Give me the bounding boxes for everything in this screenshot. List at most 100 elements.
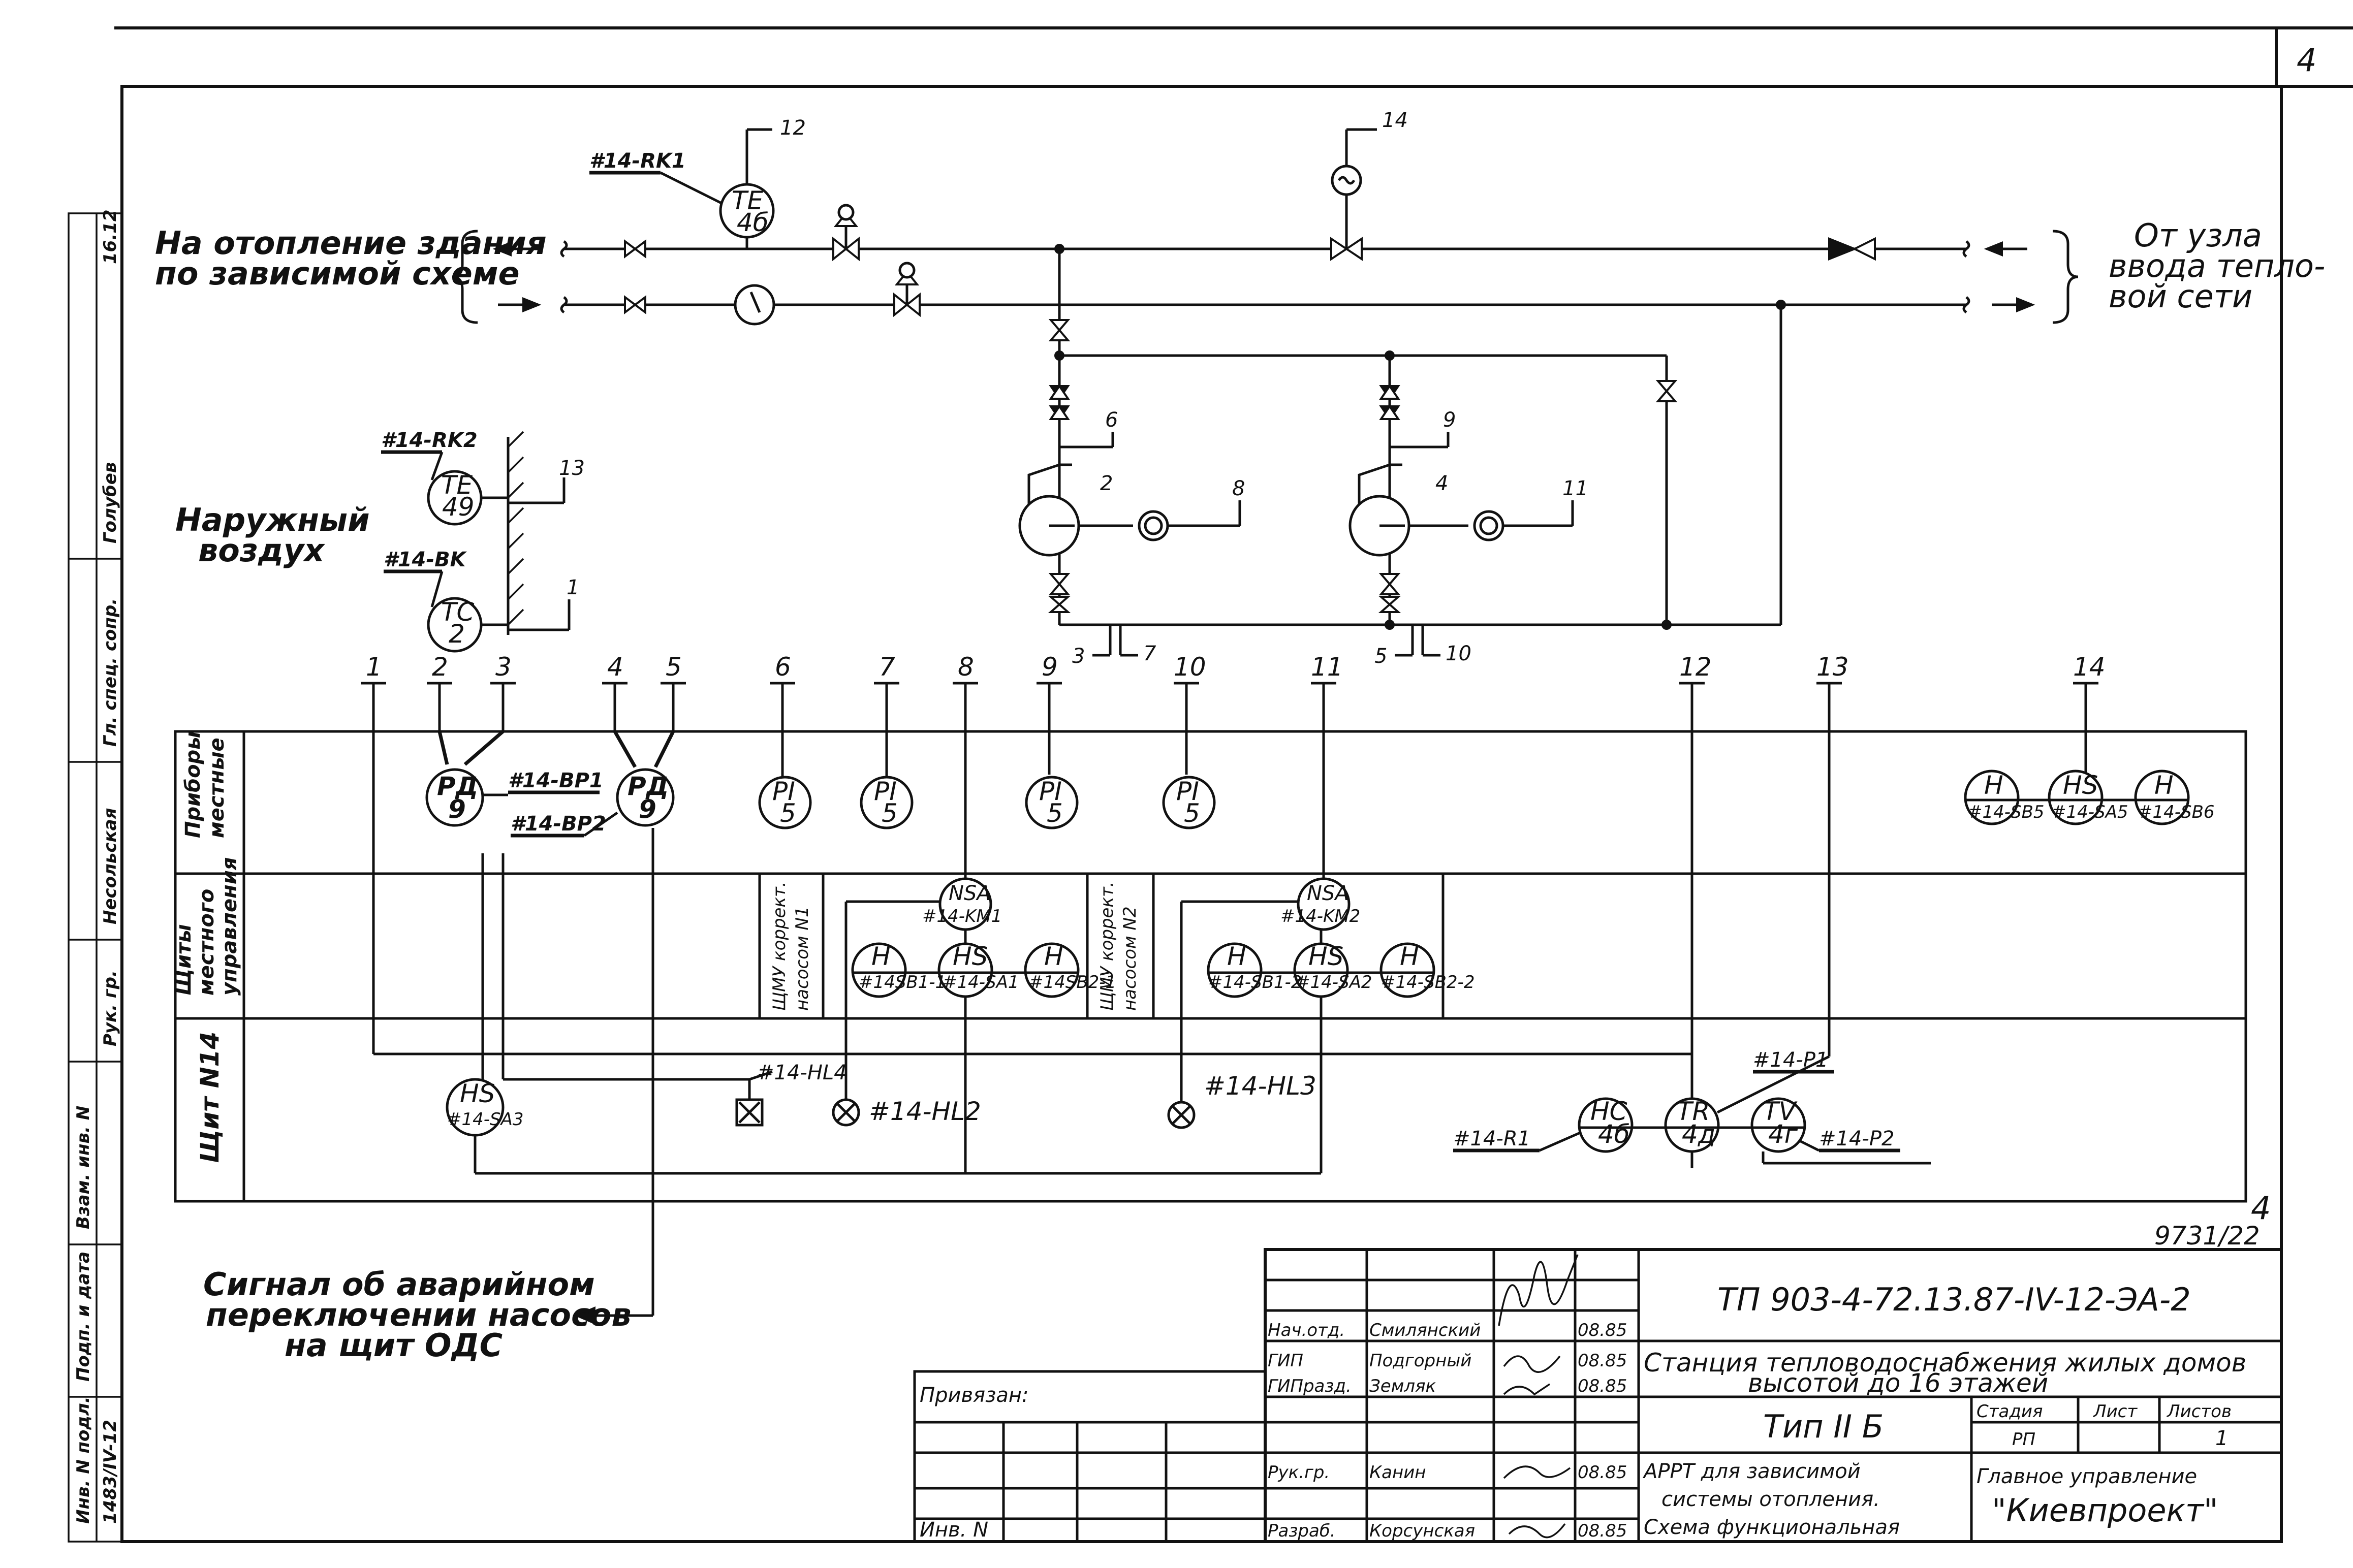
pressure-gauge-1: [758, 776, 812, 829]
tag-rk1: #14-RK1: [589, 149, 686, 173]
row-local-panels-3: управления: [218, 857, 241, 996]
org-2: "Киевпроект": [1992, 1492, 2218, 1529]
line-number-9: 9: [1042, 652, 1058, 682]
label-13: 13: [559, 457, 585, 480]
row-panel-14: Щит N14: [195, 1032, 225, 1163]
date-3: 08.85: [1578, 1376, 1627, 1396]
nsa2-bot: #14-KM2: [1280, 906, 1360, 926]
title-block: [913, 1248, 2283, 1543]
pressure-relay-1: [425, 768, 484, 827]
button-sb1-1: [851, 942, 907, 998]
sheet-header: Лист: [2092, 1401, 2138, 1422]
drawing-title-3: Схема функциональная: [1644, 1516, 1900, 1539]
title-block-text: ТП 903-4-72.13.87-IV-12-ЭА-2 Станция теп…: [920, 1281, 2246, 1542]
panel-2-label-2: насосом N2: [1120, 906, 1140, 1011]
label-11: 11: [1562, 477, 1588, 500]
tag-bk: #14-BK: [384, 548, 467, 571]
te4-top: TE: [732, 186, 764, 215]
outdoor-sensors: TE 49 TC 2: [381, 431, 571, 653]
outdoor-label-1: Наружный: [175, 501, 370, 538]
name-1: Смилянский: [1369, 1320, 1481, 1340]
alarm-label-3: на щит ОДС: [285, 1327, 503, 1364]
stage-header: Стадия: [1976, 1401, 2043, 1422]
label-6: 6: [1105, 408, 1118, 432]
controller-hc: [1578, 1097, 1634, 1153]
pi1-top: PI: [772, 777, 795, 806]
name-4: Канин: [1369, 1462, 1426, 1483]
line-number-8: 8: [958, 652, 974, 682]
tag-hl2: #14-HL2: [869, 1097, 981, 1126]
stamp-sign-label: Подп. и дата: [73, 1252, 93, 1382]
tag-hl4: #14-HL4: [757, 1061, 847, 1084]
rd1-top: РД: [437, 772, 478, 801]
line-number-4: 4: [607, 652, 623, 682]
pi4-top: PI: [1176, 777, 1199, 806]
tc2-bot: 2: [449, 619, 465, 649]
side-stamp: Инв. N подл. Подп. и дата Взам. инв. N 1…: [68, 209, 123, 1543]
h-sb12-top: H: [1227, 942, 1246, 971]
label-12: 12: [780, 116, 806, 140]
date-1: 08.85: [1578, 1320, 1627, 1340]
role-2: ГИП: [1268, 1351, 1303, 1371]
org-1: Главное управление: [1976, 1465, 2197, 1488]
tag-p1: #14-P1: [1753, 1048, 1828, 1072]
hs-sa3-top: HS: [460, 1079, 495, 1108]
label-7: 7: [1143, 642, 1156, 665]
date-4: 08.85: [1578, 1462, 1627, 1483]
tr4-top: TR: [1677, 1097, 1710, 1126]
h-sb6-bot: #14-SB6: [2138, 802, 2215, 822]
hs-sa1-bot: #14-SA1: [943, 972, 1019, 993]
tv4-top: TV: [1763, 1097, 1798, 1126]
line-number-6: 6: [775, 652, 791, 682]
te4-bot: 4б: [737, 208, 769, 237]
nsa2-top: NSA: [1307, 882, 1349, 905]
nsa1-top: NSA: [949, 882, 991, 905]
line-number-11: 11: [1311, 652, 1343, 682]
pressure-gauge-2: [860, 776, 914, 829]
hs-sa1-top: HS: [953, 942, 988, 971]
h-sb11-bot: #14SB1-1: [859, 972, 946, 993]
type-label: Тип II Б: [1763, 1408, 1884, 1445]
stamp-name-2: Голубев: [100, 462, 120, 543]
h-sb22-bot: #14-SB2-2: [1381, 972, 1474, 993]
instrument-table: [174, 730, 2247, 1203]
panel-2-label-1: ЩМУ коррект.: [1097, 881, 1117, 1011]
hs-sa5-bot: #14-SA5: [2052, 802, 2128, 822]
stamp-date: 16.12: [100, 209, 120, 264]
tag-r1: #14-R1: [1453, 1127, 1530, 1150]
h-sb5-top: H: [1984, 771, 2003, 800]
button-sb5: [1964, 770, 2020, 825]
hs-sa3-bot: #14-SA3: [447, 1109, 524, 1130]
pi2-top: PI: [874, 777, 897, 806]
stamp-role: Рук. гр.: [100, 970, 120, 1046]
stamp-inv-value: 1483/IV-12: [100, 1420, 120, 1524]
pump-labels: 6 2 8 9 4 11 3 7 5 10 12 13 14 1: [559, 109, 1588, 668]
row-local-instruments-2: местные: [205, 738, 229, 838]
role-5: Разраб.: [1268, 1521, 1336, 1541]
date-5: 08.85: [1578, 1521, 1627, 1541]
role-1: Нач.отд.: [1268, 1320, 1345, 1340]
sheets-header: Листов: [2166, 1401, 2232, 1422]
role-4: Рук.гр.: [1268, 1462, 1330, 1483]
switch-sa5: [2048, 770, 2104, 825]
row-panel-14: HS #14-SA3 HC 4б TR 4д TV 4г: [373, 828, 1931, 1325]
doc-code: ТП 903-4-72.13.87-IV-12-ЭА-2: [1717, 1281, 2191, 1318]
pressure-relay-2: [616, 768, 675, 827]
pressure-gauge-4: [1162, 776, 1216, 829]
line-number-3: 3: [495, 652, 512, 682]
line-number-10: 10: [1174, 652, 1206, 682]
stamp-name: Несольская: [100, 808, 120, 924]
h-sb12-bot: #14-SB1-2: [1208, 972, 1302, 993]
rd2-top: РД: [628, 772, 669, 801]
label-4: 4: [1435, 472, 1448, 495]
line-number-2: 2: [432, 652, 448, 682]
alarm-label-2: переключении насосов: [206, 1296, 632, 1333]
hc4-bot: 4б: [1598, 1119, 1630, 1149]
tag-bp2: #14-BP2: [511, 812, 606, 836]
tag-p2: #14-P2: [1819, 1127, 1894, 1150]
hc4-top: HC: [1590, 1097, 1627, 1126]
row-local-panels-1: Щиты: [172, 924, 196, 996]
binding-label: Привязан:: [920, 1384, 1029, 1407]
